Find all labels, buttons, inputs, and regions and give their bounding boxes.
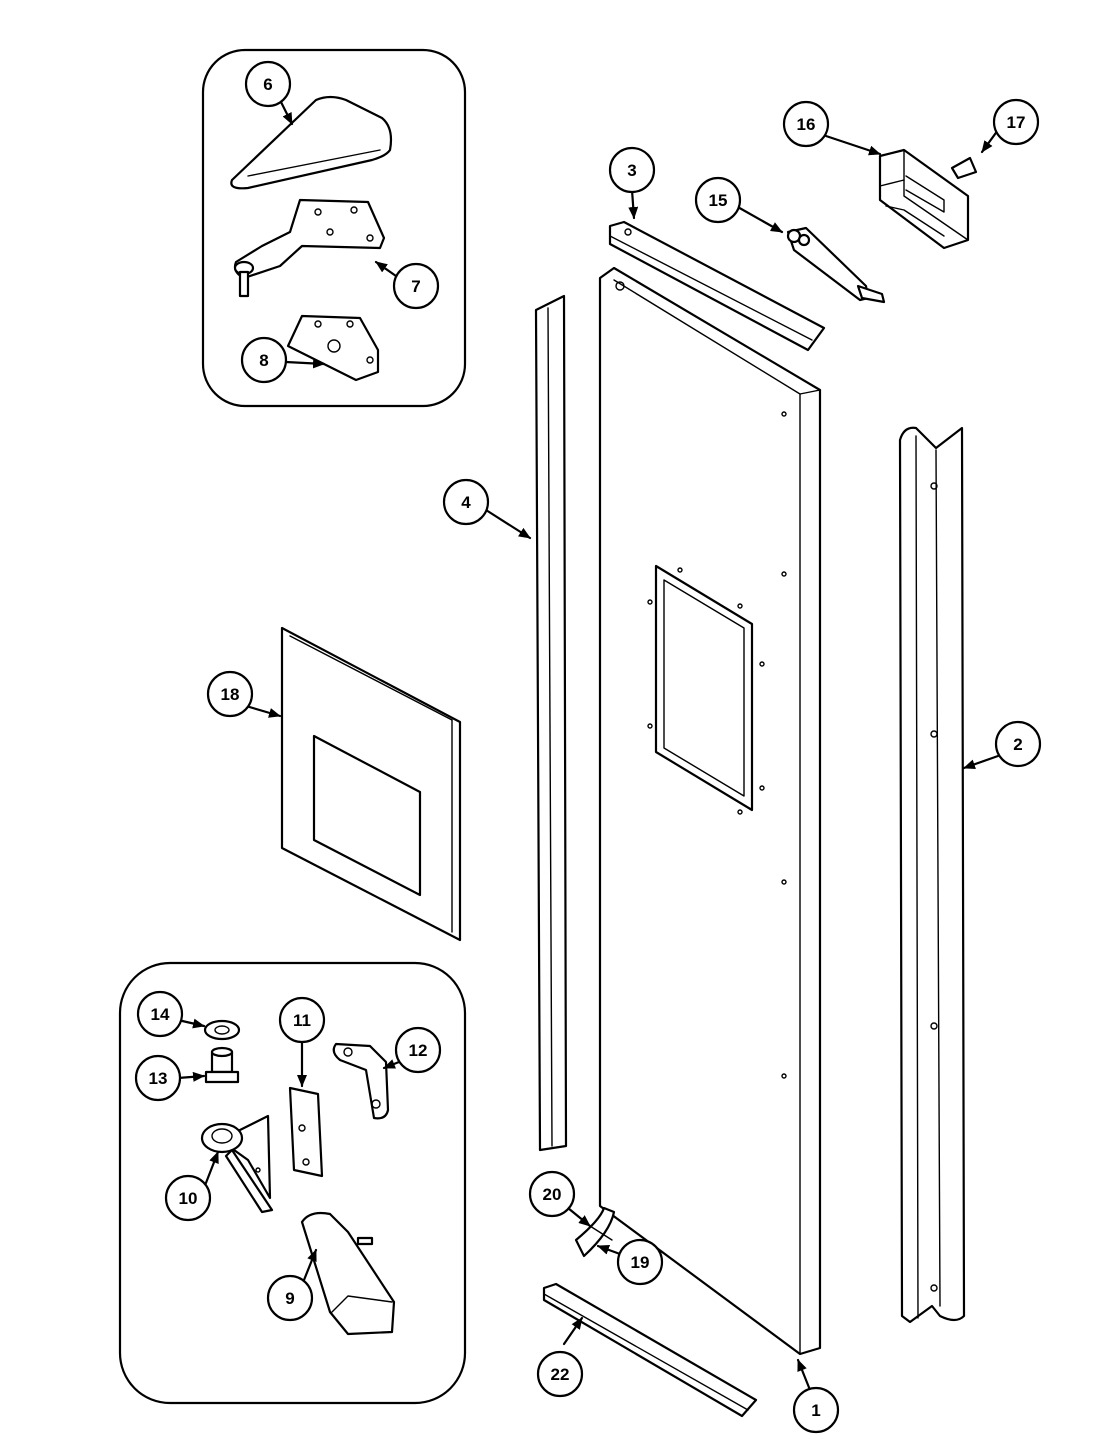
callout-7: 7	[392, 262, 440, 310]
right-handle-trim	[898, 426, 966, 1324]
left-door-trim	[534, 294, 568, 1152]
callout-11: 11	[278, 996, 326, 1044]
callout-22-label: 22	[551, 1365, 570, 1384]
callout-12-label: 12	[409, 1041, 428, 1060]
callout-14-label: 14	[151, 1005, 170, 1024]
callout-13: 13	[134, 1054, 182, 1102]
door-panel	[598, 266, 822, 1356]
callout-8: 8	[240, 336, 288, 384]
callout-17: 17	[992, 98, 1040, 146]
hinge-detail-panel	[201, 48, 467, 408]
top-door-trim	[608, 220, 826, 352]
callout-12: 12	[394, 1026, 442, 1074]
callout-3-label: 3	[627, 161, 636, 180]
callout-4-label: 4	[461, 493, 471, 512]
callout-1-label: 1	[811, 1401, 820, 1420]
callout-4: 4	[442, 478, 490, 526]
callout-17-label: 17	[1007, 113, 1026, 132]
callout-18-label: 18	[221, 685, 240, 704]
callout-6-label: 6	[263, 75, 272, 94]
lower-hinge-cover	[300, 1211, 396, 1336]
callout-2-label: 2	[1013, 735, 1022, 754]
callout-10-label: 10	[179, 1189, 198, 1208]
callout-20: 20	[528, 1170, 576, 1218]
hinge-plate	[288, 1086, 324, 1178]
callout-11-label: 11	[293, 1011, 311, 1030]
callout-8-label: 8	[259, 351, 268, 370]
callout-19-label: 19	[631, 1253, 650, 1272]
door-latch	[786, 226, 886, 304]
callout-9-label: 9	[285, 1289, 294, 1308]
callout-16: 16	[782, 100, 830, 148]
callout-20-label: 20	[543, 1185, 562, 1204]
callout-1: 1	[792, 1386, 840, 1434]
tubing	[574, 1206, 616, 1258]
hinge-cover	[230, 95, 393, 190]
lower-hinge-bracket	[200, 1114, 274, 1214]
callout-10: 10	[164, 1174, 212, 1222]
washer	[203, 1019, 241, 1041]
screw	[950, 156, 978, 180]
callout-3: 3	[608, 146, 656, 194]
bottom-door-trim	[542, 1282, 758, 1418]
callout-2: 2	[994, 720, 1042, 768]
callout-7-label: 7	[411, 277, 420, 296]
callout-18: 18	[206, 670, 254, 718]
callout-14: 14	[136, 990, 184, 1038]
callout-22: 22	[536, 1350, 584, 1398]
callout-13-label: 13	[149, 1069, 168, 1088]
lower-hinge-detail-panel	[118, 961, 467, 1405]
latch-bracket-block	[878, 148, 970, 250]
callout-15: 15	[694, 176, 742, 224]
hinge-shim	[286, 314, 380, 382]
upper-hinge	[233, 198, 386, 298]
door-stop-bracket	[332, 1042, 390, 1120]
callout-16-label: 16	[797, 115, 816, 134]
callout-15-label: 15	[709, 191, 728, 210]
callout-6: 6	[244, 60, 292, 108]
callout-19: 19	[616, 1238, 664, 1286]
callout-9: 9	[266, 1274, 314, 1322]
hinge-pin	[204, 1046, 240, 1084]
dispenser-trim-frame	[280, 626, 462, 942]
